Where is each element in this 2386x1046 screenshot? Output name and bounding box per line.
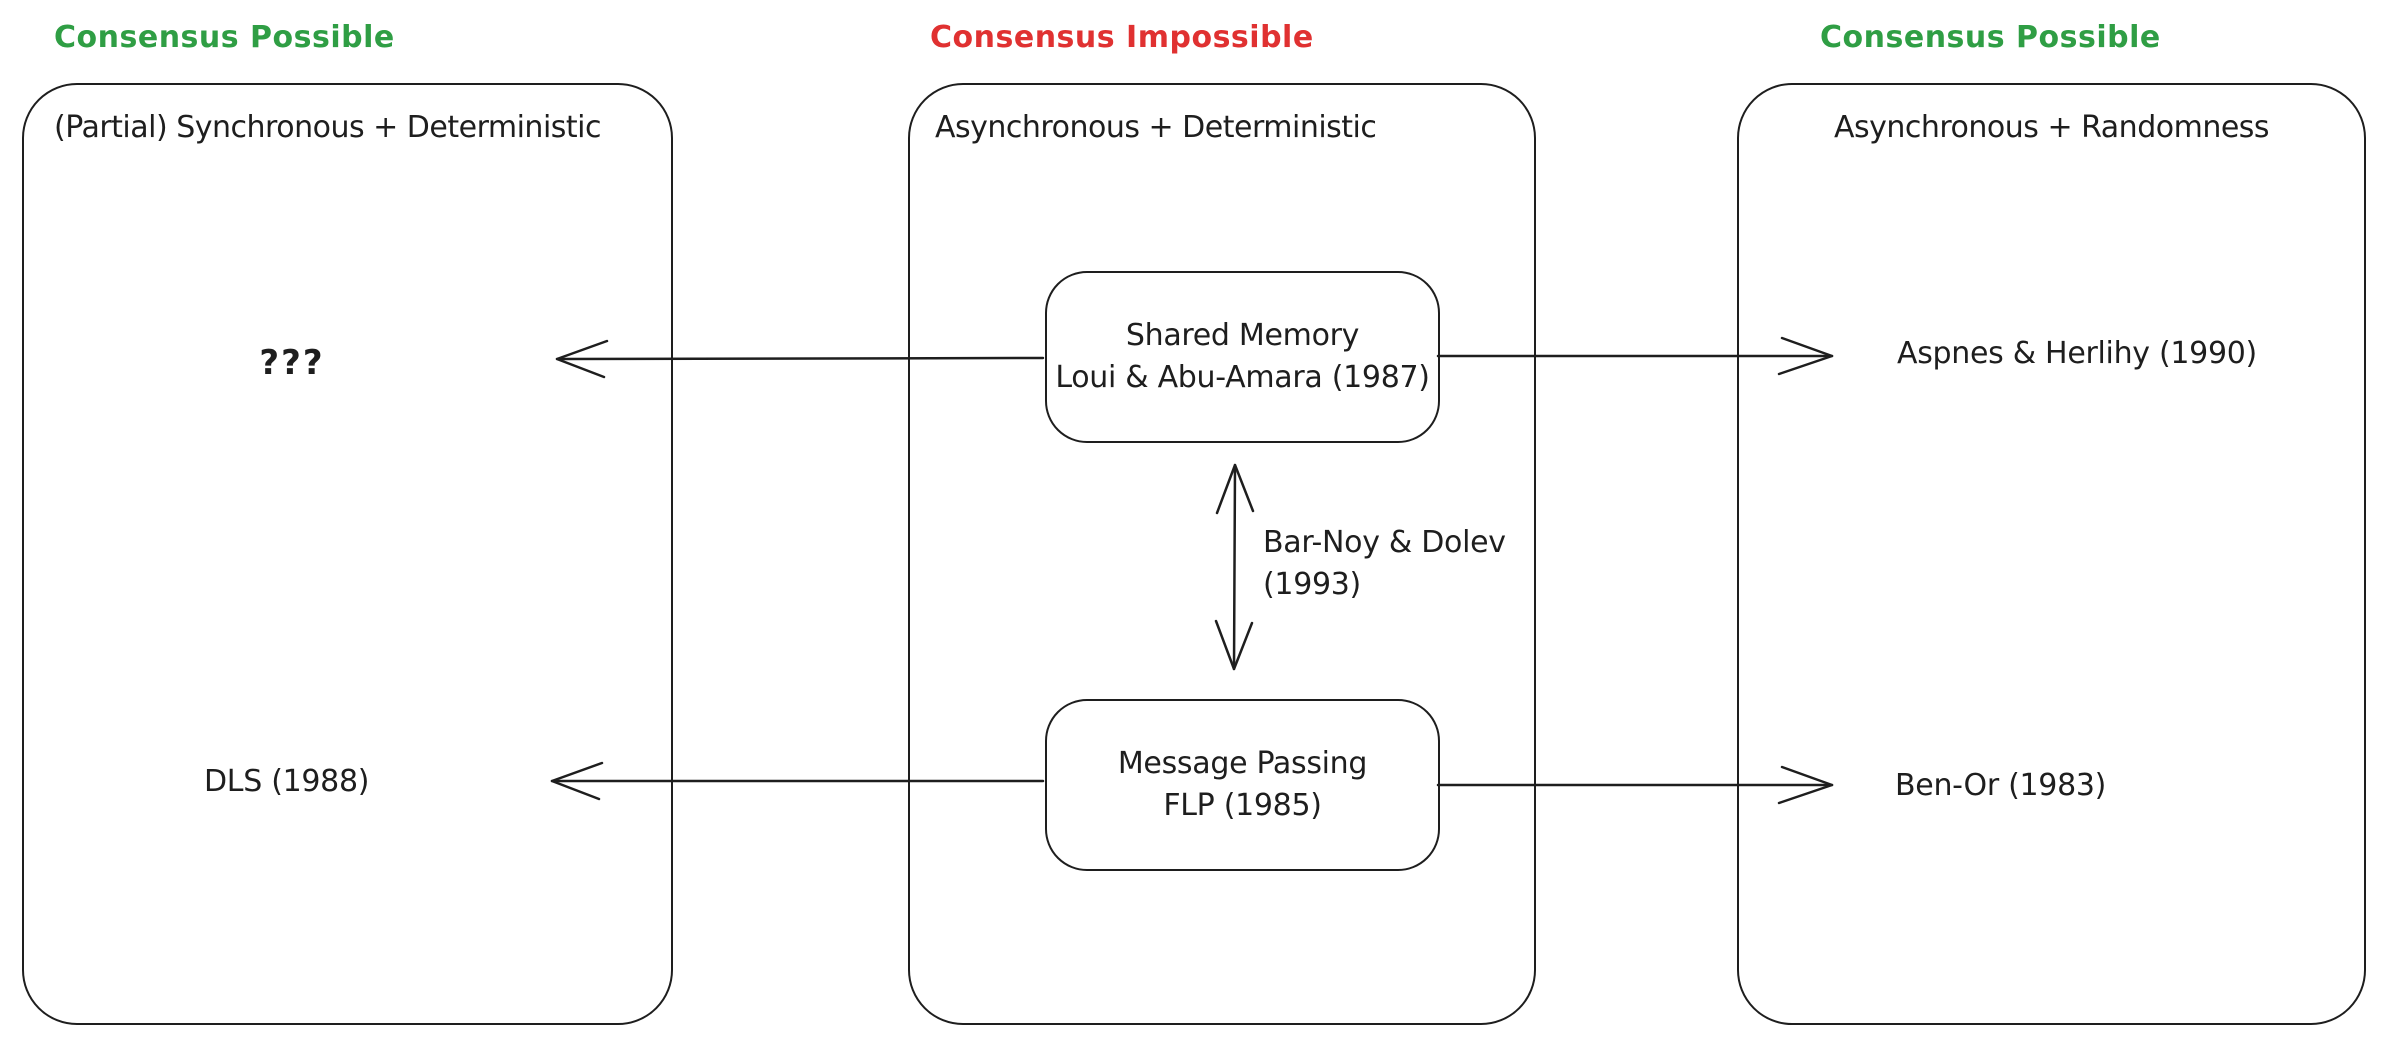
item-aspnes-herlihy-1990: Aspnes & Herlihy (1990): [1897, 336, 2257, 371]
node-message-passing: Message Passing FLP (1985): [1045, 699, 1440, 871]
outer-box-synchronous-deterministic: (Partial) Synchronous + Deterministic: [22, 83, 673, 1025]
edge-label-line1: Bar-Noy & Dolev: [1263, 525, 1506, 560]
node-shared-memory: Shared Memory Loui & Abu-Amara (1987): [1045, 271, 1440, 443]
box-title-synchronous-deterministic: (Partial) Synchronous + Deterministic: [54, 110, 602, 145]
node-shared-memory-line1: Shared Memory: [1125, 318, 1360, 353]
column-label-middle: Consensus Impossible: [930, 20, 1314, 55]
box-title-asynchronous-randomness: Asynchronous + Randomness: [1833, 110, 2270, 145]
outer-box-asynchronous-randomness: Asynchronous + Randomness: [1737, 83, 2366, 1025]
edge-label-line2: (1993): [1263, 567, 1361, 602]
item-unknown-question-marks: ???: [259, 343, 325, 383]
item-ben-or-1983: Ben-Or (1983): [1895, 768, 2107, 803]
column-label-right: Consensus Possible: [1820, 20, 2161, 55]
edge-label-bar-noy-dolev: Bar-Noy & Dolev (1993): [1263, 522, 1506, 606]
node-shared-memory-line2: Loui & Abu-Amara (1987): [1055, 360, 1430, 395]
item-dls-1988: DLS (1988): [204, 764, 370, 799]
box-title-asynchronous-deterministic: Asynchronous + Deterministic: [935, 110, 1377, 145]
node-message-passing-line1: Message Passing: [1117, 746, 1368, 781]
column-label-left: Consensus Possible: [54, 20, 395, 55]
node-message-passing-line2: FLP (1985): [1163, 788, 1322, 823]
